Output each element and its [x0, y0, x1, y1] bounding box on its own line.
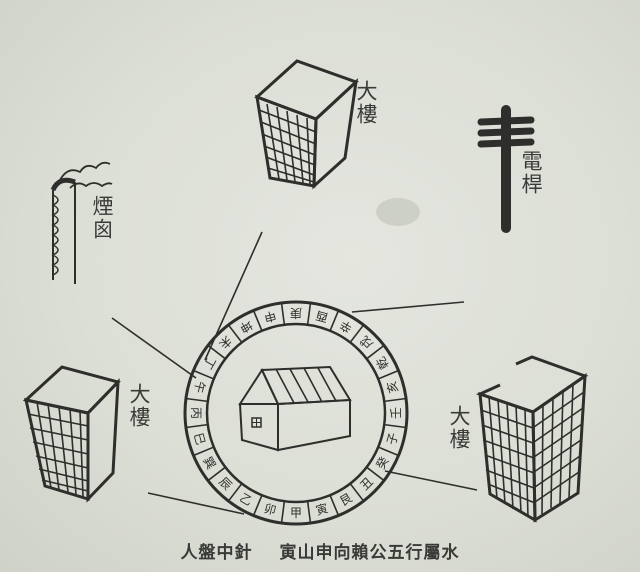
left-building-icon [22, 365, 121, 503]
right-building-label: 大樓 [447, 405, 471, 451]
ring-mountain-char: 丙 [189, 407, 203, 419]
caption-needle: 人盤中針 [180, 543, 253, 563]
ring-mountain-char: 酉 [314, 308, 329, 325]
ring-mountain-char: 辛 [337, 317, 354, 335]
ring-mountain-char: 巽 [200, 454, 218, 471]
chimney-icon [50, 161, 113, 284]
ring-mountain-char: 乙 [237, 491, 254, 509]
line-to-chimney [111, 317, 197, 379]
top-building-label: 大樓 [354, 80, 378, 126]
ring-mountain-char: 坤 [237, 317, 255, 336]
ring-mountain-char: 巳 [191, 431, 208, 446]
ring-mountain-char: 壬 [389, 407, 403, 419]
ring-mountain-char: 寅 [314, 500, 329, 518]
caption-orientation: 寅山申向賴公五行屬水 [279, 543, 460, 563]
utility-pole-label: 電桿 [519, 150, 543, 196]
left-building-label: 大樓 [127, 383, 151, 429]
chimney-label: 煙囪 [90, 195, 114, 241]
right-building-icon [475, 355, 589, 523]
ring-mountain-char: 申 [263, 308, 278, 325]
ring-mountain-char: 戌 [358, 333, 376, 351]
ring-mountain-char: 甲 [290, 506, 302, 520]
house-icon [238, 365, 352, 452]
line-to-left-building [147, 492, 245, 515]
utility-pole-icon [477, 105, 535, 233]
ring-mountain-char: 艮 [337, 491, 354, 509]
line-to-right-building [384, 470, 478, 491]
ring-mountain-char: 癸 [374, 454, 392, 471]
ring-mountain-char: 庚 [290, 306, 302, 321]
page-smudge [376, 198, 420, 226]
ring-mountain-char: 未 [216, 333, 234, 351]
ring-mountain-char: 亥 [384, 380, 401, 395]
ring-mountain-char: 午 [191, 380, 208, 395]
ring-mountain-char: 丑 [358, 475, 376, 493]
ring-mountain-char: 卯 [263, 501, 278, 518]
ring-mountain-char: 乾 [374, 354, 392, 371]
top-building-icon [254, 59, 359, 190]
connector-lines [111, 231, 478, 515]
ring-mountain-char: 子 [384, 431, 401, 446]
ring-mountain-char: 丁 [200, 354, 218, 371]
figure-caption: 人盤中針 寅山申向賴公五行屬水 [0, 538, 640, 563]
compass-ring: 甲卯乙辰巽巳丙午丁未坤申庚酉辛戌乾亥壬子癸丑艮寅 [183, 300, 409, 526]
ring-mountain-char: 辰 [216, 475, 234, 493]
line-to-pole [351, 301, 465, 313]
